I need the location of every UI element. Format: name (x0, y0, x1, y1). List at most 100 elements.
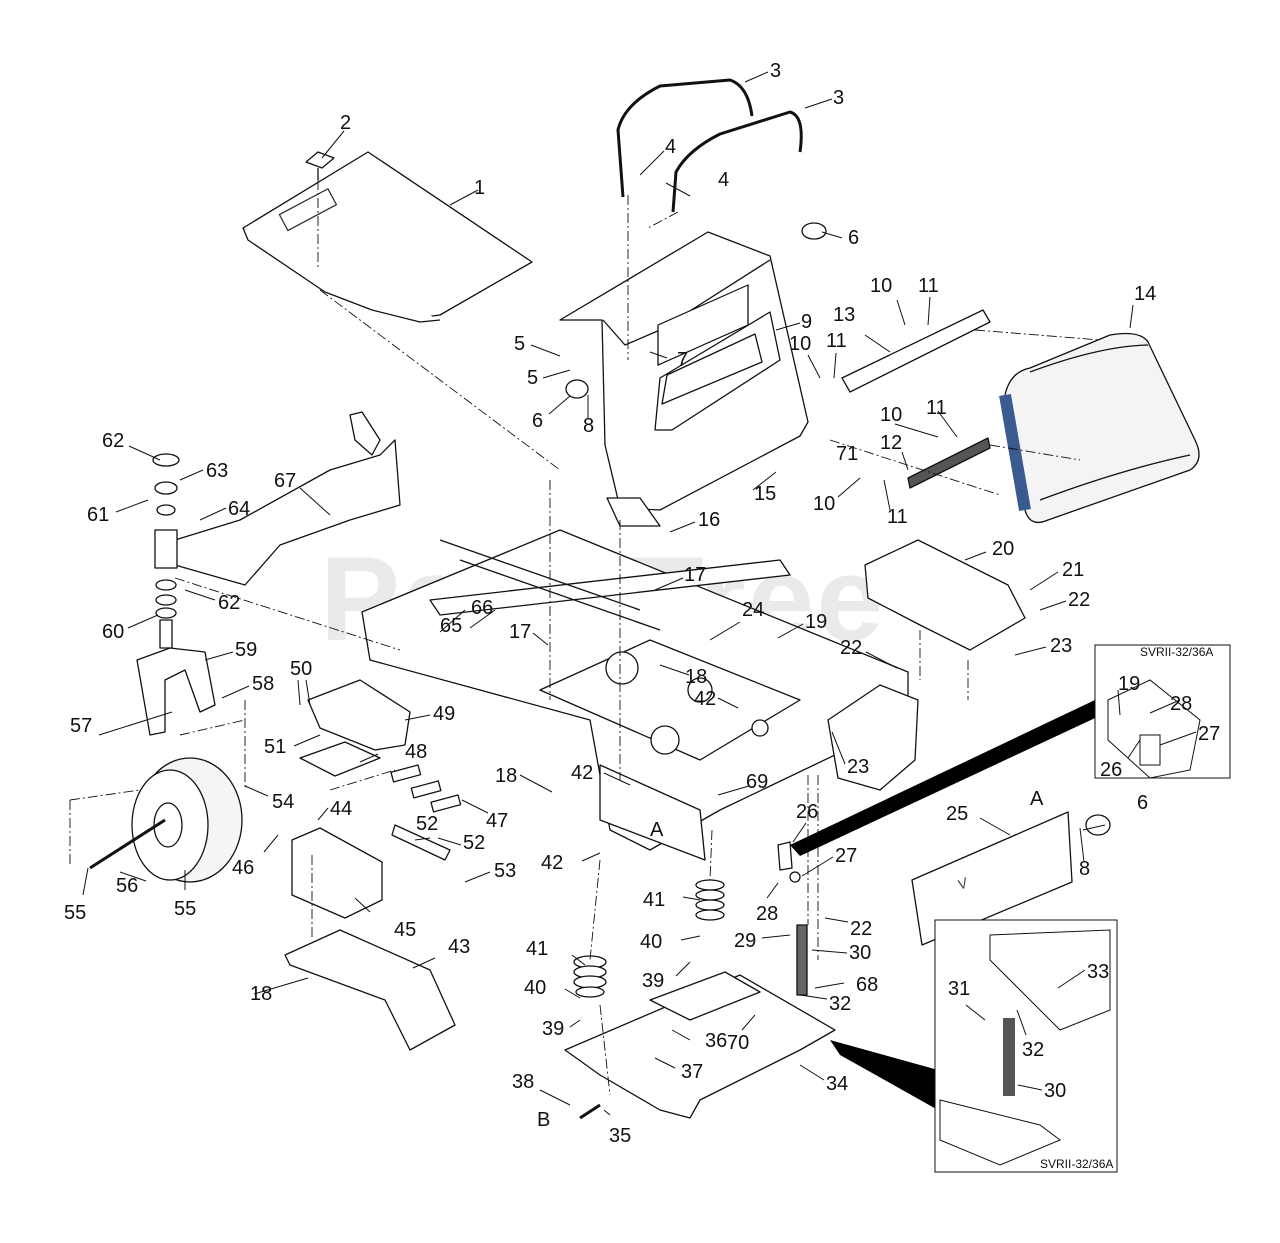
handles (616, 78, 803, 213)
callout-36: 36 (705, 1030, 727, 1052)
callout-B1: A (650, 819, 664, 841)
callout-26a: 26 (796, 801, 818, 823)
callout-11a: 11 (918, 275, 939, 297)
callout-42a: 42 (541, 852, 563, 874)
callout-50: 49 (433, 703, 455, 725)
spring-right (695, 879, 725, 921)
callout-10c: 10 (880, 404, 902, 426)
callout-3a: 3 (770, 60, 781, 82)
callout-labels: 1 2 3 3 4 4 5 5 6 6 6 7 8 8 9 10 10 10 1… (64, 60, 1220, 1147)
callout-52a: 51 (264, 736, 286, 758)
callout-34: 34 (826, 1073, 848, 1095)
callout-29: 29 (734, 930, 756, 952)
callout-8a: 8 (583, 415, 594, 437)
callout-6a: 6 (848, 227, 859, 249)
callout-52b: 52 (463, 832, 485, 854)
callout-65: 64 (228, 498, 250, 520)
callout-49: 48 (405, 741, 427, 763)
svg-text:SVRII-32/36A: SVRII-32/36A (1140, 645, 1213, 659)
callout-56: 55 (174, 898, 196, 920)
callout-59: 58 (252, 673, 274, 695)
callout-27a: 27 (835, 845, 857, 867)
battery-46 (291, 827, 383, 919)
callout-17a: 17 (684, 564, 706, 586)
callout-A2: A (1030, 788, 1044, 810)
callout-21: 21 (1062, 559, 1084, 581)
callout-40a: 40 (524, 977, 546, 999)
callout-18c: 18 (250, 983, 272, 1005)
callout-30b: 30 (1044, 1080, 1066, 1102)
callout-3b: 3 (833, 87, 844, 109)
chassis-frame (361, 529, 909, 861)
callout-10a: 10 (870, 275, 892, 297)
callout-27b: 27 (1198, 723, 1220, 745)
strap-53 (391, 824, 451, 861)
callout-39a: 39 (542, 1018, 564, 1040)
callout-11b: 11 (826, 330, 847, 352)
callout-64: 63 (206, 460, 228, 482)
callout-67: 66 (471, 597, 493, 619)
callout-71: 70 (727, 1032, 749, 1054)
callout-20: 20 (992, 538, 1014, 560)
caster-stack (152, 453, 180, 649)
callout-66: 65 (440, 615, 462, 637)
callout-53: 52 (416, 813, 438, 835)
callout-32b: 32 (1022, 1039, 1044, 1061)
callout-1: 1 (474, 177, 485, 199)
callout-19b: 19 (1118, 673, 1140, 695)
callout-16: 16 (698, 509, 720, 531)
callout-47: 46 (232, 857, 254, 879)
inset-pointer-bottom (830, 1040, 938, 1110)
callout-51: 50 (290, 658, 312, 680)
foot-plate (242, 151, 533, 323)
callout-62a: 61 (87, 504, 109, 526)
callout-44: 43 (448, 936, 470, 958)
callout-58: 57 (70, 715, 92, 737)
callout-5b: 5 (527, 367, 538, 389)
latch (777, 841, 801, 883)
callout-23a: 23 (1050, 635, 1072, 657)
callout-39b: 39 (642, 970, 664, 992)
callout-61: 60 (102, 621, 124, 643)
callout-57: 56 (116, 875, 138, 897)
floor-plate-44 (284, 929, 456, 1051)
inset-spring: SVRII-32/36A (934, 919, 1118, 1173)
callout-30a: 30 (849, 942, 871, 964)
callout-62b: 62 (218, 592, 240, 614)
callout-26b: 26 (1100, 759, 1122, 781)
knob (305, 151, 335, 180)
callout-41b: 41 (643, 889, 665, 911)
callout-10b: 10 (789, 333, 811, 355)
callout-68: 67 (274, 470, 296, 492)
caster-fork (136, 647, 216, 736)
callout-55b: 55 (64, 902, 86, 924)
callout-4a: 4 (665, 136, 676, 158)
callout-22a: 22 (1068, 589, 1090, 611)
caster-wheel (89, 757, 243, 883)
knob-6-right (1085, 814, 1111, 836)
callout-46: 45 (394, 919, 416, 941)
side-panel (864, 539, 1026, 651)
callout-18b: 18 (495, 765, 517, 787)
callout-5a: 5 (514, 333, 525, 355)
callout-38: 38 (512, 1071, 534, 1093)
right-frame-bracket (827, 684, 919, 791)
seat (999, 332, 1200, 524)
callout-55a: 54 (272, 791, 294, 813)
callout-18a: 18 (685, 666, 707, 688)
callout-12: 12 (880, 432, 902, 454)
alignment-lines (69, 180, 1101, 1096)
callout-11c: 11 (926, 397, 947, 419)
caster-arm (174, 411, 401, 586)
callout-41a: 41 (526, 938, 548, 960)
callout-32a: 32 (829, 993, 851, 1015)
callout-8b: 8 (1079, 858, 1090, 880)
inset-latch: SVRII-32/36A (1094, 644, 1231, 779)
callout-23b: 23 (847, 756, 869, 778)
knob-6-left (565, 379, 589, 399)
footplate-platform (564, 971, 836, 1120)
inset-pointer-top (790, 700, 1108, 856)
callout-54: 53 (494, 860, 516, 882)
svg-text:SVRII-32/36A: SVRII-32/36A (1040, 1157, 1113, 1171)
